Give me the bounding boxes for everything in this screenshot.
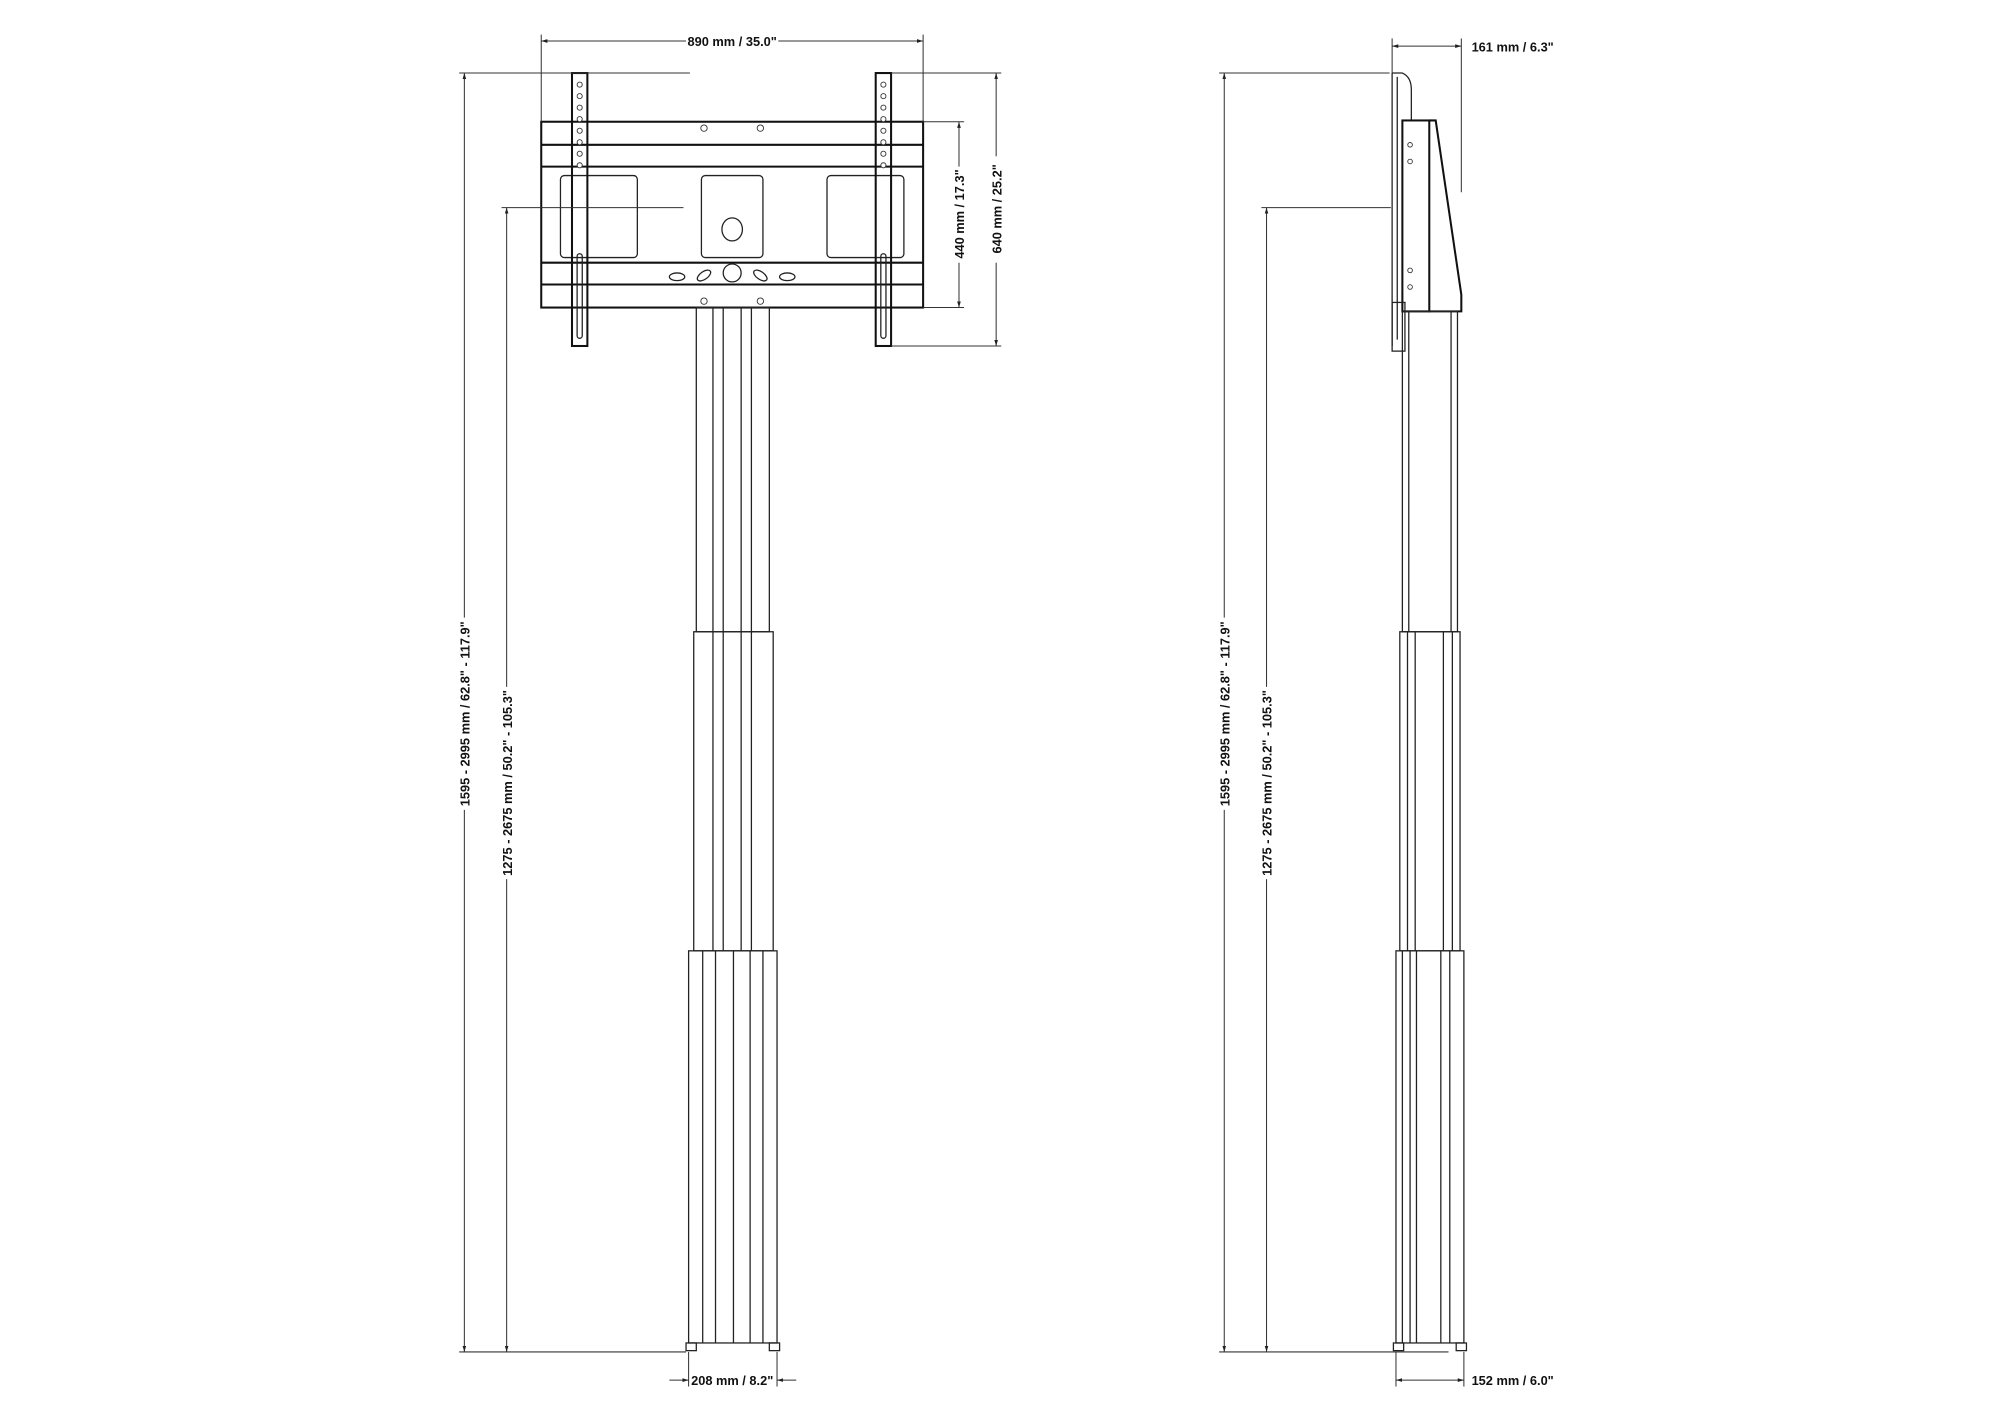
dimension-depth: 161 mm / 6.3": [1391, 38, 1554, 193]
base-width-label: 208 mm / 8.2": [691, 1373, 773, 1388]
base-depth-label: 152 mm / 6.0": [1472, 1373, 1554, 1388]
telescopic-column: [685, 306, 781, 1352]
dimension-center-height: 1275 - 2675 mm / 50.2" - 105.3": [500, 207, 684, 1352]
dimension-base-width: 208 mm / 8.2": [669, 1351, 797, 1388]
right-bracket: [874, 72, 893, 348]
center-height-label: 1275 - 2675 mm / 50.2" - 105.3": [500, 690, 515, 876]
display-mount-side: [1391, 72, 1463, 352]
dimension-vesa-height: 440 mm / 17.3": [923, 121, 967, 309]
depth-label: 161 mm / 6.3": [1472, 39, 1554, 54]
front-view: 890 mm / 35.0" 440 mm / 17.3" 640 mm / 2…: [457, 34, 1004, 1388]
width-label: 890 mm / 35.0": [688, 34, 777, 49]
left-bracket: [570, 72, 589, 348]
dimension-total-height: 1595 - 2995 mm / 62.8" - 117.9": [457, 72, 690, 1353]
dimension-base-depth: 152 mm / 6.0": [1395, 1351, 1554, 1388]
telescopic-column-side: [1392, 310, 1468, 1352]
mounting-plate: [540, 120, 925, 309]
bracket-height-label: 640 mm / 25.2": [989, 164, 1004, 253]
dimension-center-height-side: 1275 - 2675 mm / 50.2" - 105.3": [1260, 207, 1391, 1352]
side-total-height-label: 1595 - 2995 mm / 62.8" - 117.9": [1217, 621, 1232, 806]
total-height-label: 1595 - 2995 mm / 62.8" - 117.9": [457, 621, 472, 806]
vesa-height-label: 440 mm / 17.3": [952, 169, 967, 258]
dimension-width: 890 mm / 35.0": [540, 34, 924, 122]
side-view: 161 mm / 6.3" 1595 - 2995 mm / 62.8" - 1…: [1217, 38, 1554, 1388]
dimension-bracket-height: 640 mm / 25.2": [891, 72, 1004, 347]
dimension-total-height-side: 1595 - 2995 mm / 62.8" - 117.9": [1217, 72, 1449, 1353]
side-center-height-label: 1275 - 2675 mm / 50.2" - 105.3": [1260, 690, 1275, 876]
